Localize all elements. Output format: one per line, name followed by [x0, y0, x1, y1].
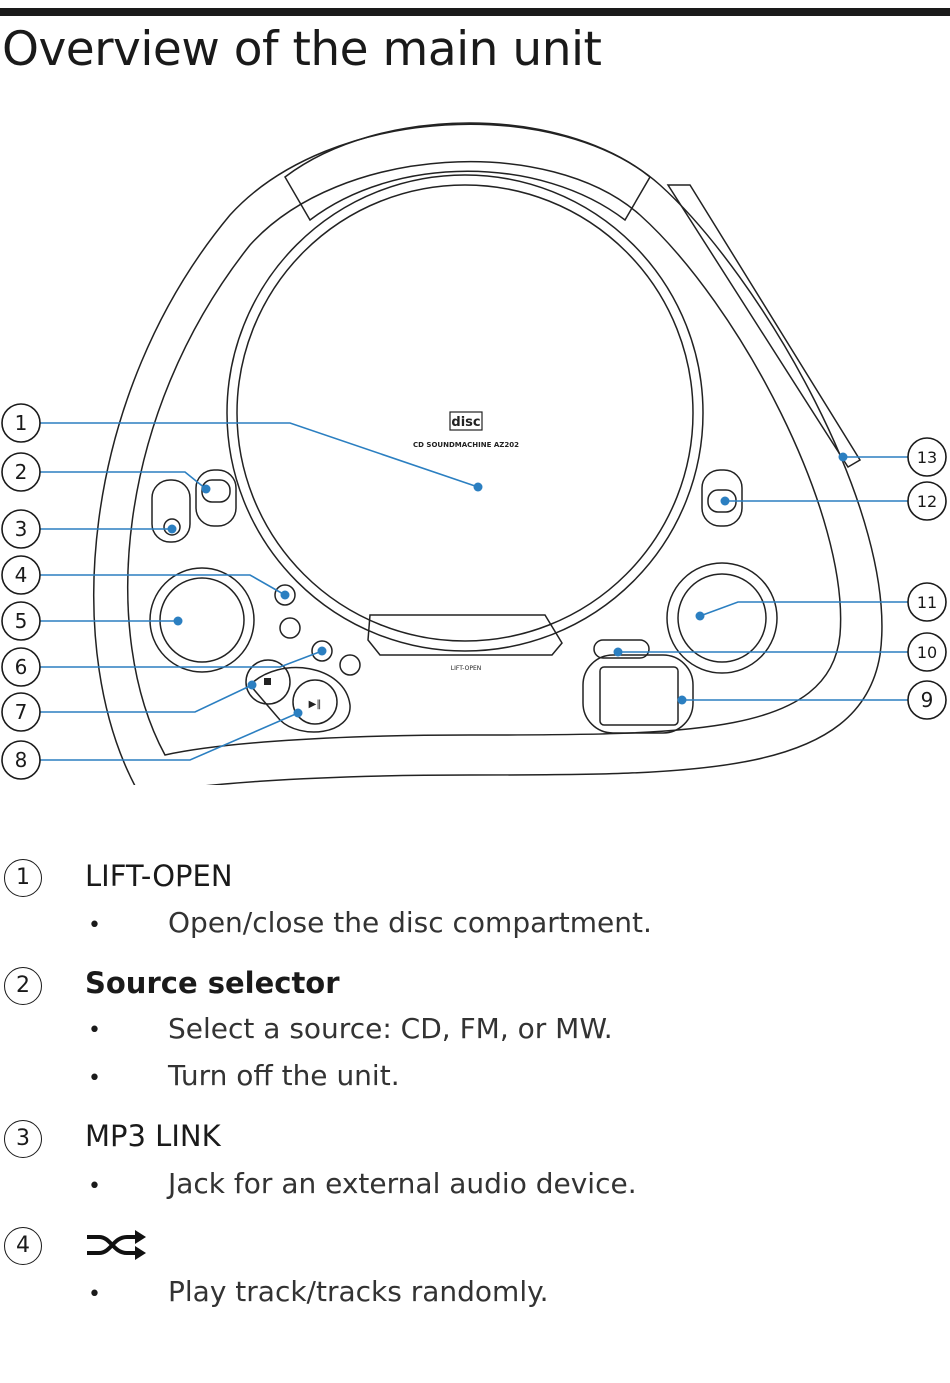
callout-7: 7	[1, 692, 41, 732]
callout-13: 13	[907, 437, 947, 477]
unit-body-inner	[126, 160, 842, 756]
callout-2: 2	[1, 452, 41, 492]
entry-number: 1	[4, 859, 42, 897]
callout-10: 10	[907, 632, 947, 672]
cd-lid-outer	[226, 174, 704, 652]
tuning-knob-inner	[677, 573, 767, 663]
callout-4: 4	[1, 555, 41, 595]
svg-text:3: 3	[15, 517, 28, 541]
entry-title-source-selector: Source selector	[85, 966, 340, 1000]
volume-knob-inner	[159, 577, 245, 663]
handle	[284, 122, 651, 222]
shuffle-button	[274, 584, 296, 606]
bullet-glyph: •	[88, 1066, 101, 1091]
main-unit-diagram: disc CD SOUNDMACHINE AZ202 LIFT-OPEN ▶‖	[1, 122, 947, 785]
svg-text:5: 5	[15, 609, 28, 633]
callout-1: 1	[1, 403, 41, 443]
bullet-glyph: •	[88, 1018, 101, 1043]
bullet-glyph: •	[88, 1174, 101, 1199]
svg-text:6: 6	[15, 655, 28, 679]
bullet-text: Jack for an external audio device.	[168, 1167, 637, 1200]
callout-8: 8	[1, 740, 41, 780]
bullet-glyph: •	[88, 1282, 101, 1307]
bullet-text: Open/close the disc compartment.	[168, 906, 652, 939]
svg-text:4: 4	[15, 563, 28, 587]
svg-text:12: 12	[917, 492, 937, 511]
next-button	[339, 654, 361, 676]
callout-6: 6	[1, 647, 41, 687]
svg-text:7: 7	[15, 700, 28, 724]
shuffle-icon	[87, 1230, 146, 1260]
entry-number: 4	[4, 1227, 42, 1265]
svg-text:8: 8	[15, 748, 28, 772]
cd-logo-text: disc	[451, 415, 480, 430]
tuning-knob-outer	[666, 562, 778, 674]
entry-number: 2	[4, 967, 42, 1005]
play-pause-housing	[248, 666, 351, 733]
svg-text:10: 10	[917, 643, 937, 662]
mp3-link-panel	[151, 479, 191, 543]
model-label: CD SOUNDMACHINE AZ202	[413, 441, 519, 449]
lcd-display	[599, 666, 679, 726]
svg-text:1: 1	[15, 411, 28, 435]
top-rule	[0, 8, 950, 16]
band-switch-body	[701, 469, 743, 527]
callout-3: 3	[1, 509, 41, 549]
lid-label: LIFT-OPEN	[451, 665, 482, 672]
program-button	[593, 639, 650, 659]
page-title: Overview of the main unit	[2, 22, 602, 77]
callout-5: 5	[1, 601, 41, 641]
volume-knob-outer	[149, 567, 255, 673]
callout-9: 9	[907, 680, 947, 720]
svg-text:9: 9	[921, 688, 934, 712]
callout-12: 12	[907, 481, 947, 521]
play-pause-button	[292, 679, 338, 725]
entry-title-mp3-link: MP3 LINK	[85, 1119, 221, 1153]
entry-number: 3	[4, 1120, 42, 1158]
cd-lid-inner	[236, 184, 694, 642]
callout-11: 11	[907, 582, 947, 622]
unit-body-outline	[93, 123, 883, 785]
display-bezel	[582, 654, 694, 734]
bullet-text: Turn off the unit.	[168, 1059, 400, 1092]
antenna	[666, 184, 862, 469]
svg-text:2: 2	[15, 460, 28, 484]
repeat-button	[279, 617, 301, 639]
svg-text:13: 13	[917, 448, 937, 467]
svg-text:▶‖: ▶‖	[309, 699, 322, 710]
bullet-text: Play track/tracks randomly.	[168, 1275, 549, 1308]
svg-text:11: 11	[917, 593, 937, 612]
bullet-glyph: •	[88, 913, 101, 938]
source-selector-body	[195, 469, 237, 527]
prev-button	[311, 640, 333, 662]
entry-title-lift-open: LIFT-OPEN	[85, 859, 233, 893]
bullet-text: Select a source: CD, FM, or MW.	[168, 1012, 613, 1045]
lift-open-tab	[367, 614, 563, 656]
stop-button	[245, 659, 291, 705]
